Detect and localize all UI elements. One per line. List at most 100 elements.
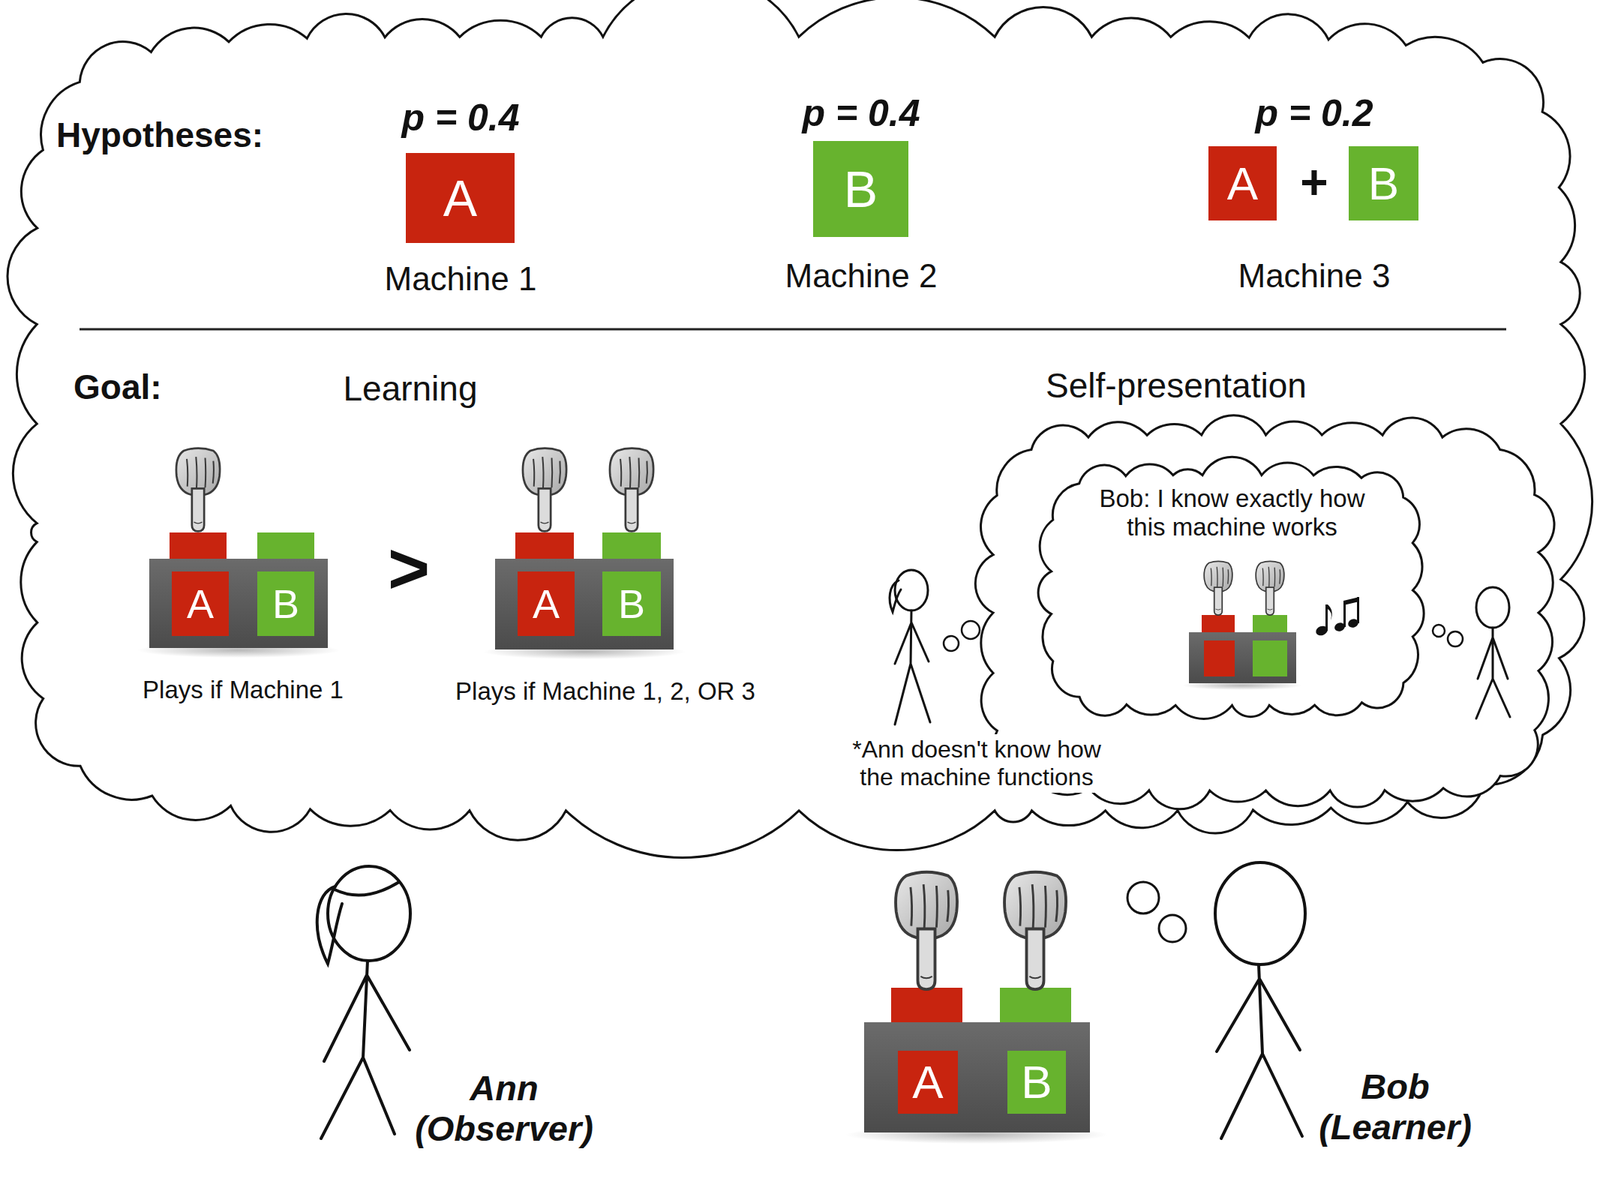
letter-box: A (517, 571, 575, 637)
text-holder: A (532, 583, 560, 625)
thought-bubble (1432, 624, 1445, 637)
note-flag (1327, 604, 1333, 621)
thought-bubble (1127, 882, 1159, 914)
section-heading: Hypotheses: (56, 115, 264, 156)
text-holder: A (912, 1059, 943, 1106)
pressing-hand (176, 448, 220, 532)
button-letter: A (1227, 160, 1258, 208)
plus-sign: + (1299, 155, 1328, 211)
letter-box: B (813, 141, 909, 238)
thought-bubble (943, 636, 959, 652)
machine-small (1182, 561, 1303, 691)
small-ann-figure (889, 570, 931, 725)
thought-bubble (961, 621, 980, 640)
pressing-hand (1255, 561, 1285, 616)
body (321, 960, 410, 1139)
note-beam (1343, 597, 1360, 606)
button-b (1252, 615, 1288, 634)
thought-text: Bob: I know exactly how this machine wor… (1082, 484, 1383, 542)
ann-figure (317, 866, 411, 1139)
button-a (891, 987, 963, 1024)
machine-name: Machine 3 (1237, 257, 1390, 296)
head (1476, 587, 1510, 628)
pressing-hand (522, 448, 567, 532)
character-name: Ann (Observer) (391, 1068, 617, 1150)
goal-name: Self-presentation (1045, 366, 1307, 406)
text-holder: A (443, 172, 478, 224)
thought-bubble (1158, 915, 1186, 943)
pressing-hand (895, 872, 958, 990)
text-holder: A (186, 583, 214, 625)
letter-box: B (257, 571, 315, 637)
button-b (257, 532, 315, 560)
button-b (602, 532, 661, 560)
text-holder: B (1020, 1059, 1052, 1106)
text-holder: B (618, 583, 646, 625)
pressing-hand (1004, 872, 1066, 990)
thought-cloud: Bob: I know exactly how this machine wor… (1035, 459, 1429, 722)
text-holder: B (272, 583, 300, 625)
letter-box: B (602, 571, 661, 637)
button-a (515, 532, 574, 560)
cloud-outline-path (1038, 456, 1424, 719)
bob-figure (1215, 862, 1306, 1139)
text-holder: A (1227, 160, 1258, 208)
button-a (169, 532, 227, 560)
probability-label: p = 0.4 (401, 96, 520, 141)
small-bob-figure (1476, 587, 1510, 719)
ponytail (889, 580, 901, 613)
probability-label: p = 0.4 (801, 92, 920, 136)
body (894, 610, 931, 725)
button-letter: B (843, 163, 878, 215)
goal-name: Learning (342, 369, 478, 409)
note-stem (1325, 604, 1328, 631)
letter-box: B (1348, 146, 1419, 221)
button-caption: Plays if Machine 1 (142, 675, 344, 705)
hairline (334, 882, 400, 896)
button-a (1201, 615, 1235, 634)
machine-left (137, 448, 340, 658)
footnote: *Ann doesn't know how the machine functi… (834, 734, 1119, 793)
comparison-sign: > (387, 527, 430, 610)
letter-box: B (1007, 1050, 1066, 1114)
face-a (1203, 640, 1235, 677)
machine-name: Machine 1 (384, 260, 537, 299)
letter-box: A (1208, 146, 1277, 221)
button-letter: A (186, 583, 214, 625)
character-name: Bob (Learner) (1282, 1066, 1508, 1148)
button-letter: B (1020, 1059, 1052, 1106)
pressing-hand (609, 448, 654, 532)
section-heading: Goal: (73, 367, 163, 408)
body (1476, 627, 1510, 719)
body (1216, 964, 1303, 1139)
machine-body (1188, 632, 1297, 684)
machine-middle (483, 448, 686, 660)
music-notes (1314, 597, 1360, 637)
machine-body (864, 1022, 1090, 1133)
button-letter: A (912, 1059, 943, 1106)
thought-bubble (1447, 631, 1463, 647)
divider-line (79, 328, 1507, 331)
letter-box: A (405, 153, 515, 244)
button-letter: B (618, 583, 646, 625)
text-holder: B (1368, 160, 1399, 208)
button-letter: A (532, 583, 560, 625)
machine-name: Machine 2 (784, 257, 937, 296)
button-caption: Plays if Machine 1, 2, OR 3 (455, 677, 756, 706)
button-letter: B (272, 583, 300, 625)
pressing-hand (1203, 561, 1233, 616)
letter-box: A (171, 571, 229, 637)
ponytail (317, 886, 343, 964)
probability-label: p = 0.2 (1254, 92, 1373, 136)
machine-body (495, 558, 674, 650)
text-holder: Bob: I know exactly how this machine wor… (1082, 484, 1383, 542)
head (1215, 862, 1306, 965)
button-letter: A (443, 172, 478, 224)
machine-body (149, 558, 328, 649)
machine-bottom (845, 872, 1108, 1144)
thought-cloud (7, 0, 1593, 859)
button-b (999, 987, 1072, 1024)
face-b (1252, 640, 1288, 677)
button-letter: B (1368, 160, 1399, 208)
